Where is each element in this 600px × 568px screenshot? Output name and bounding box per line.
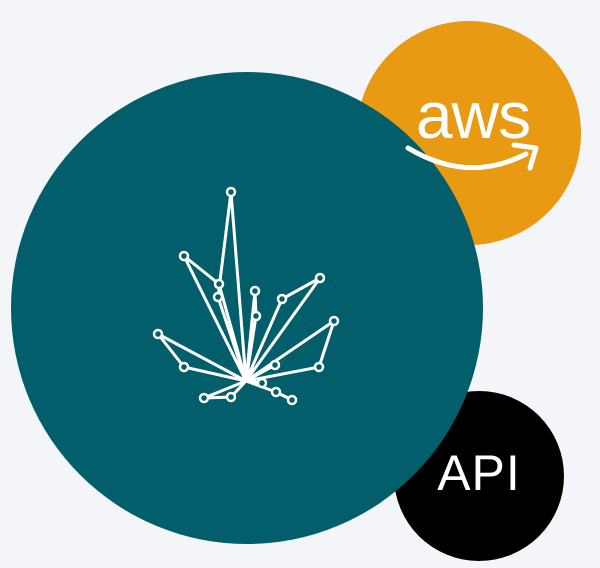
main-teal-circle [11,72,483,544]
cannabis-leaf-circuit-icon [152,186,340,406]
aws-logo: aws [398,80,548,180]
aws-logo-text: aws [415,78,531,152]
aws-smile-arrow-icon [405,142,539,171]
api-logo-text: API [437,445,521,501]
